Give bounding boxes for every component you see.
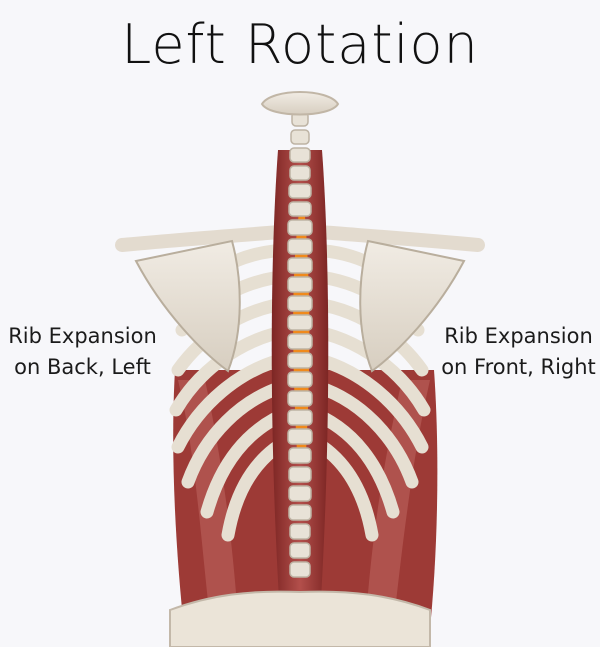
left-scapula — [134, 239, 241, 373]
left-label-line-1: Rib Expansion — [8, 324, 157, 348]
clavicles — [115, 225, 485, 252]
page-title: Left Rotation — [121, 13, 479, 76]
right-scapula — [359, 239, 466, 373]
pelvis — [169, 590, 431, 647]
left-rib-expansion-label: Rib Expansion on Back, Left — [0, 321, 165, 383]
skull-base — [260, 91, 340, 116]
right-label-line-1: Rib Expansion — [444, 324, 593, 348]
right-rib-expansion-label: Rib Expansion on Front, Right — [436, 321, 600, 383]
left-label-line-2: on Back, Left — [14, 355, 151, 379]
right-label-line-2: on Front, Right — [441, 355, 596, 379]
spine — [287, 111, 313, 578]
